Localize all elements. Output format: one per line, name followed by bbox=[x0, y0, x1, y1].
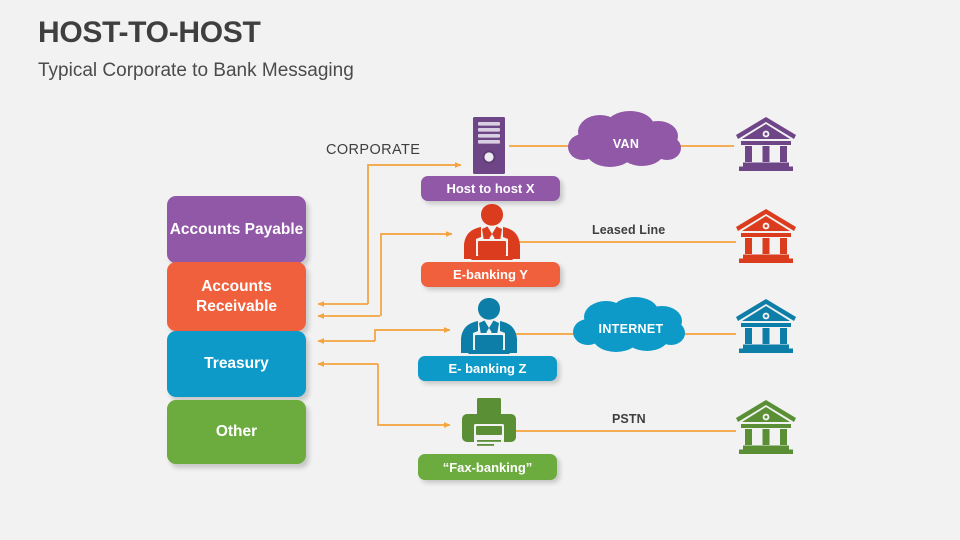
category-other[interactable]: Other bbox=[167, 400, 306, 464]
category-accounts-payable[interactable]: Accounts Payable bbox=[167, 196, 306, 263]
pill-label: Host to host X bbox=[446, 181, 535, 196]
internet-cloud: INTERNET bbox=[572, 296, 690, 358]
category-label: Accounts Receivable bbox=[196, 278, 277, 315]
channel-caption-fax-banking[interactable]: “Fax-banking” bbox=[418, 454, 557, 480]
bank-building-icon bbox=[736, 299, 796, 353]
channel-caption-host-to-host[interactable]: Host to host X bbox=[421, 176, 560, 201]
leased-line-label: Leased Line bbox=[592, 223, 666, 237]
channel-caption-e-banking-y[interactable]: E-banking Y bbox=[421, 262, 560, 287]
pill-label: “Fax-banking” bbox=[442, 459, 533, 475]
category-label: Accounts Payable bbox=[169, 220, 304, 238]
person-at-laptop-icon bbox=[464, 204, 520, 260]
category-label: Treasury bbox=[204, 355, 269, 373]
fax-printer-icon bbox=[462, 398, 516, 452]
van-cloud: VAN bbox=[566, 110, 686, 174]
pstn-label: PSTN bbox=[612, 412, 646, 426]
category-accounts-receivable[interactable]: Accounts Receivable bbox=[167, 262, 306, 331]
pill-label: E- banking Z bbox=[448, 361, 527, 376]
channel-caption-e-banking-z[interactable]: E- banking Z bbox=[418, 356, 557, 381]
bank-building-icon bbox=[736, 400, 796, 454]
category-treasury[interactable]: Treasury bbox=[167, 331, 306, 397]
bank-building-icon bbox=[736, 209, 796, 263]
server-tower-icon bbox=[473, 117, 505, 174]
pill-label: E-banking Y bbox=[453, 267, 528, 282]
category-label: Other bbox=[215, 423, 258, 441]
page-title: HOST-TO-HOST bbox=[38, 16, 261, 49]
bank-building-icon bbox=[736, 117, 796, 171]
page-subtitle: Typical Corporate to Bank Messaging bbox=[38, 60, 354, 81]
person-at-laptop-icon bbox=[461, 298, 517, 354]
corporate-label: CORPORATE bbox=[326, 142, 421, 158]
